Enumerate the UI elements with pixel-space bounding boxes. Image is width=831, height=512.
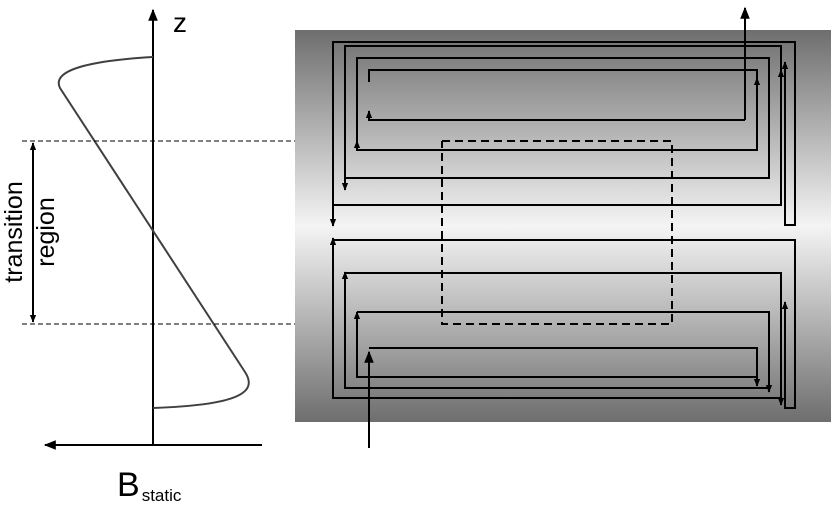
sample-outline [441,140,673,325]
z-axis-label: z [173,7,187,38]
upper-coil-turn-1 [365,110,745,121]
lower-coil-turn-4 [341,271,769,389]
upper-coil-turn-7 [332,41,796,226]
transition-region-label: transition [0,181,28,282]
lower-coil-turn-7 [333,239,796,409]
lower-coil-turn-5 [345,272,785,406]
lower-coil-turn-6 [329,237,781,399]
lower-coil-turn-2 [353,311,757,378]
lower-coil-turn-1 [369,347,761,387]
upper-coil [329,6,796,227]
magnet-bore-cylinder [295,30,831,422]
field-profile-curve [57,56,250,409]
lower-coil [329,237,796,448]
transition-region-label-line2: region [32,197,60,267]
lower-coil-turn-3 [357,311,773,393]
b-axis-label-subscript: static [142,486,182,505]
upper-coil-turn-3 [341,57,770,191]
